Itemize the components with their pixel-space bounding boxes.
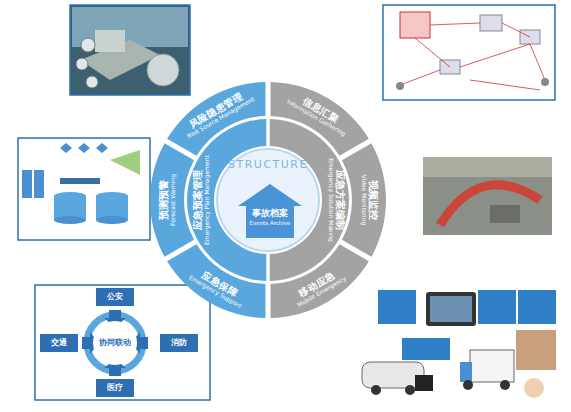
node-label: STRUCTURE xyxy=(218,159,318,171)
segment-subtitle: Forecast Warning xyxy=(169,174,177,226)
segment-path xyxy=(167,244,265,318)
node-text: 交通 xyxy=(40,337,78,349)
segment-title: 应急方案编制 xyxy=(334,158,345,242)
node-label: 医疗 xyxy=(96,382,134,394)
node-label: 协同联动 xyxy=(93,337,137,349)
segment-label: 风险隐患管理Risk Source Management xyxy=(180,85,256,140)
segment-title: 预测预警 xyxy=(158,174,169,226)
structure-title: STRUCTURE xyxy=(218,159,318,171)
plant-thumbnail xyxy=(70,5,190,95)
node-label: 消防 xyxy=(160,337,198,349)
segment-label: 应急方案编制Emergency Solution Making xyxy=(326,158,345,242)
node-text: 事故档案 xyxy=(238,207,302,219)
segment-path xyxy=(167,82,265,156)
segment-label: 信息汇聚Information Gathering xyxy=(285,88,352,138)
segment-subtitle: Information Gathering xyxy=(285,97,347,137)
segment-label: 视频监控Video Monitoring xyxy=(360,175,379,226)
network-thumbnail xyxy=(383,5,555,100)
segment-subtitle: Emergency Plan Management xyxy=(202,155,210,245)
segment-label: 应急保障Emergency Support xyxy=(187,264,248,310)
coordination-frame xyxy=(35,285,210,400)
node-text: 协同联动 xyxy=(93,337,137,349)
segment-path xyxy=(271,244,369,318)
center-circle: 事故档案Events Archive STRUCTURE xyxy=(216,148,320,252)
segment-title: 应急预案管理 xyxy=(191,155,202,245)
database-thumbnail xyxy=(18,138,150,240)
agency-box: 交通 xyxy=(40,334,78,352)
segment-label: 应急预案管理Emergency Plan Management xyxy=(191,155,210,245)
segment-subtitle: Emergency Support xyxy=(187,274,243,311)
segment-label: 移动应急Mobile Emergency xyxy=(290,265,348,309)
node-label: 事故档案Events Archive xyxy=(238,207,302,227)
center-circle: 协同联动 xyxy=(93,321,137,365)
segment-title: 风险隐患管理 xyxy=(180,85,252,133)
archive-house: 事故档案Events Archive xyxy=(238,184,302,238)
segment-title: 应急保障 xyxy=(191,264,248,303)
segment-subtitle: Video Monitoring xyxy=(360,175,368,226)
house-polygon xyxy=(238,184,302,238)
devices-thumbnail xyxy=(362,290,556,398)
segment-subtitle: Mobile Emergency xyxy=(295,275,347,310)
node-text: Events Archive xyxy=(238,219,302,227)
node-text: 公安 xyxy=(96,291,134,303)
segment-title: 视频监控 xyxy=(368,175,379,226)
agency-box: 医疗 xyxy=(96,379,134,397)
segment-label: 预测预警Forecast Warning xyxy=(158,174,177,226)
agency-box: 公安 xyxy=(96,288,134,306)
segment-subtitle: Risk Source Management xyxy=(185,95,255,140)
node-label: 公安 xyxy=(96,291,134,303)
segment-title: 信息汇聚 xyxy=(289,88,352,131)
map-thumbnail xyxy=(423,157,552,235)
segment-title: 移动应急 xyxy=(290,265,344,302)
segment-path xyxy=(271,82,369,156)
segment-subtitle: Emergency Solution Making xyxy=(326,158,334,242)
node-label: 交通 xyxy=(40,337,78,349)
agency-box: 消防 xyxy=(160,334,198,352)
segment-path xyxy=(150,143,194,257)
node-text: 消防 xyxy=(160,337,198,349)
segment-path xyxy=(342,143,386,257)
node-text: 医疗 xyxy=(96,382,134,394)
